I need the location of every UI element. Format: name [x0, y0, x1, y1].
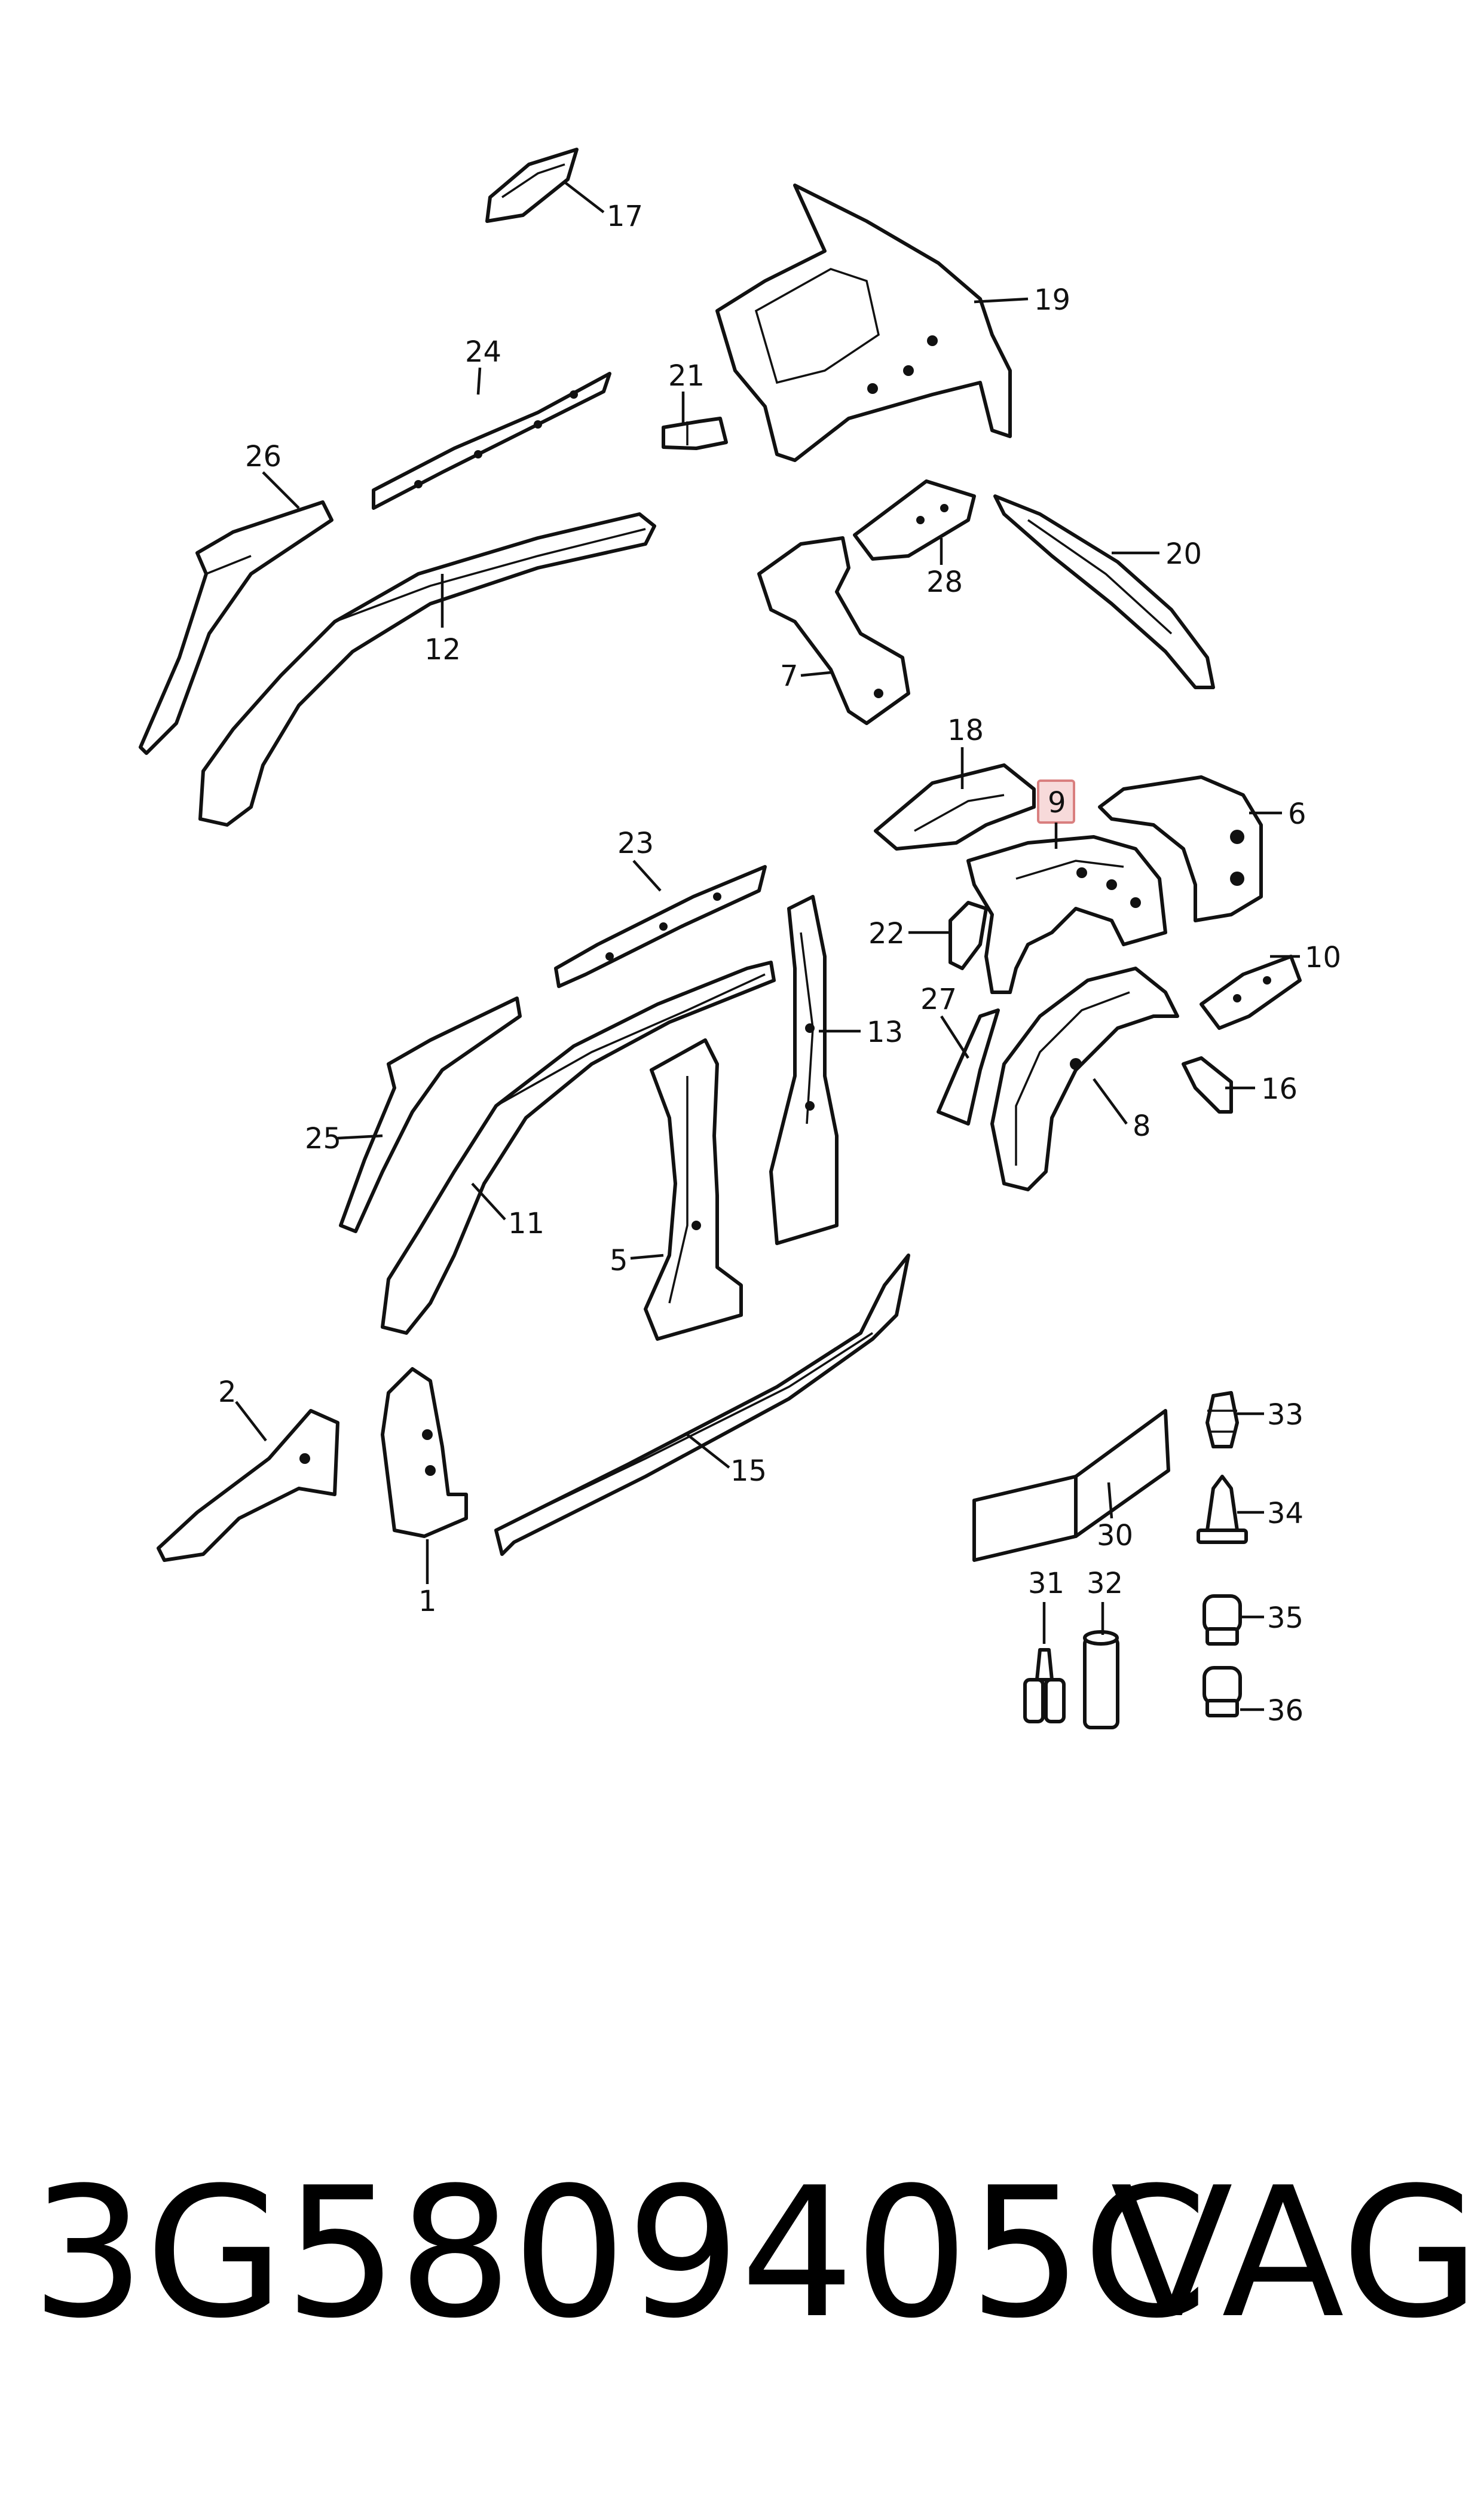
part-34-shape [1197, 1475, 1248, 1544]
callout-22: 22 [868, 917, 905, 950]
callout-09: 9 [1048, 786, 1066, 820]
callout-31: 31 [1028, 1567, 1064, 1600]
callout-30: 30 [1097, 1519, 1133, 1552]
callout-01: 1 [418, 1585, 437, 1618]
callout-23: 23 [617, 827, 654, 860]
part-26-shape [139, 500, 333, 755]
callout-05: 5 [610, 1244, 628, 1277]
exploded-parts-diagram: 1 2 5 6 7 8 9 10 11 12 13 15 16 17 18 19… [139, 148, 1341, 1729]
part-35-shape [1203, 1594, 1242, 1646]
part-08-shape [990, 967, 1179, 1191]
part-09-shape [966, 835, 1167, 994]
callout-18: 18 [947, 714, 984, 747]
callout-13: 13 [867, 1016, 903, 1049]
part-01-shape [381, 1367, 468, 1538]
callout-06: 6 [1288, 797, 1306, 831]
callout-35: 35 [1267, 1601, 1304, 1635]
callout-34: 34 [1267, 1497, 1304, 1530]
part-18-shape [874, 763, 1036, 851]
callout-20: 20 [1165, 537, 1202, 571]
brand-label: VAG [1110, 2149, 1480, 2358]
callout-36: 36 [1267, 1694, 1304, 1728]
part-36-shape [1203, 1666, 1242, 1717]
callout-26: 26 [245, 440, 281, 473]
callout-25: 25 [305, 1122, 341, 1155]
callout-33: 33 [1267, 1398, 1304, 1432]
part-33-shape [1205, 1391, 1239, 1448]
part-16-shape [1182, 1056, 1233, 1114]
callout-02: 2 [218, 1375, 237, 1409]
callout-32: 32 [1087, 1567, 1123, 1600]
part-24-shape [372, 372, 611, 510]
part-19-shape [715, 184, 1012, 462]
part-02-shape [157, 1409, 339, 1562]
callout-21: 21 [668, 359, 705, 393]
part-23-shape [554, 865, 767, 988]
part-12-shape [198, 512, 656, 827]
callout-27: 27 [920, 983, 957, 1016]
part-number-label: 3G5809405C [31, 2149, 1208, 2358]
part-05-shape [644, 1038, 743, 1341]
part-22-shape [948, 901, 988, 970]
callout-15: 15 [730, 1454, 767, 1488]
part-07-shape [757, 536, 910, 725]
part-31-shape [1023, 1648, 1066, 1723]
callout-08: 8 [1133, 1109, 1151, 1143]
part-30-shape [972, 1409, 1170, 1562]
callout-28: 28 [926, 565, 963, 599]
part-25-shape [339, 996, 522, 1233]
part-32-shape [1083, 1630, 1119, 1729]
callout-19: 19 [1034, 283, 1070, 317]
callout-24: 24 [465, 335, 501, 369]
callout-07: 7 [780, 659, 798, 693]
part-17-shape [485, 148, 579, 223]
part-11-shape [381, 961, 776, 1335]
part-15-shape [494, 1254, 910, 1556]
part-20-shape [993, 494, 1215, 689]
part-13-shape [769, 895, 839, 1245]
callout-10: 10 [1305, 941, 1341, 974]
callout-16: 16 [1261, 1072, 1298, 1106]
callout-12: 12 [424, 633, 461, 667]
part-27-shape [937, 1008, 1000, 1126]
callout-11: 11 [508, 1207, 544, 1240]
part-10-shape [1200, 955, 1302, 1030]
leader-lines [235, 181, 1300, 1711]
part-06-shape [1098, 775, 1263, 922]
part-21-shape [662, 417, 728, 450]
callout-17: 17 [607, 200, 643, 233]
part-28-shape [853, 479, 976, 561]
